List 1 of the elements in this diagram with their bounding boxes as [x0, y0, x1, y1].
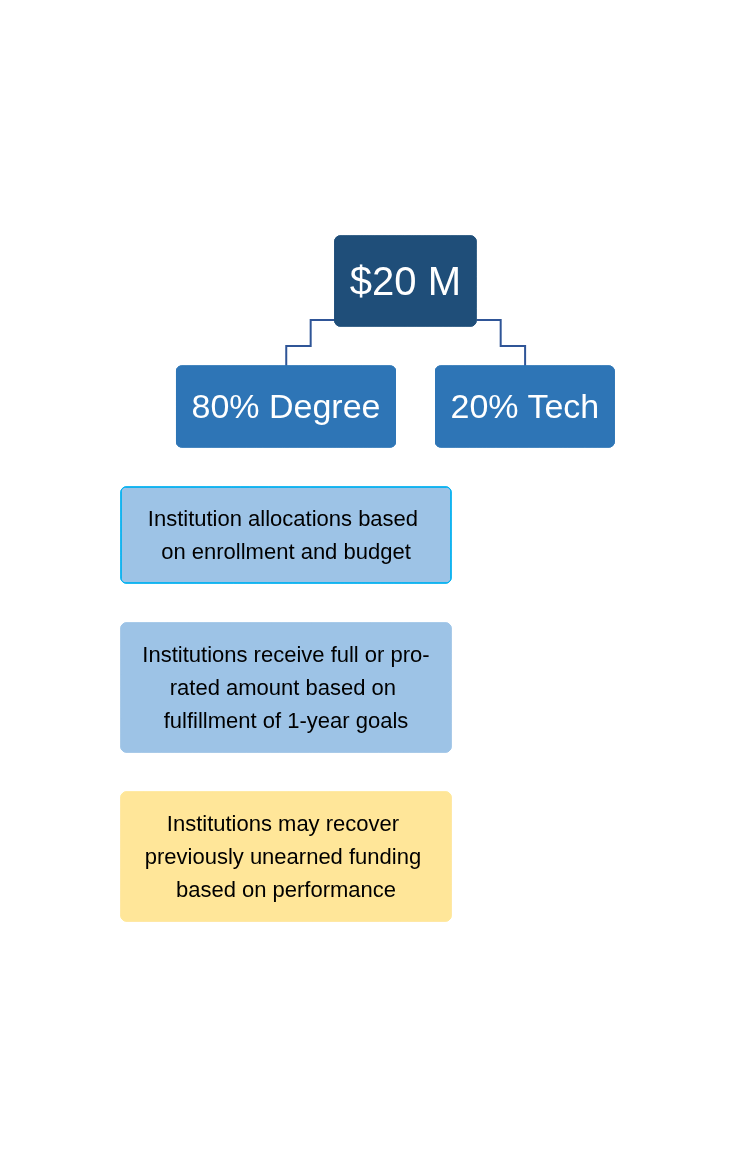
connector	[475, 318, 527, 367]
